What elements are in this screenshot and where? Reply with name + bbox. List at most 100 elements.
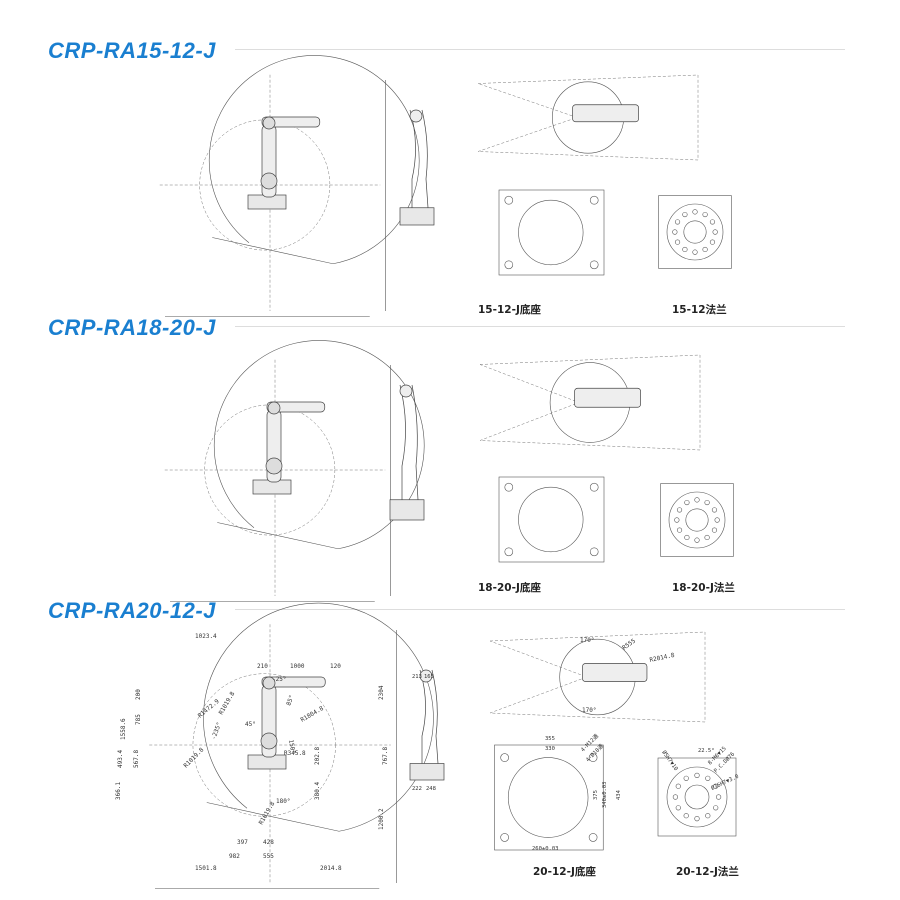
workspace-envelope: [203, 602, 434, 832]
base-caption-ra15: 15-12-J底座: [478, 304, 541, 316]
flange-housing: [658, 195, 732, 269]
base-plate-outline: [494, 744, 604, 851]
top-view-robot: [572, 104, 639, 123]
mounting-hole: [589, 260, 599, 270]
dimension-label: 567.8: [133, 750, 140, 768]
flange-bolt-hole: [711, 527, 718, 533]
mounting-hole: [589, 482, 599, 492]
base-plate-outline: [498, 189, 605, 276]
dimension-label: R555: [621, 637, 637, 651]
dimension-label: 22.5°: [698, 748, 715, 754]
flange-bolt-hole: [674, 517, 680, 523]
top-view-sweep: [479, 354, 701, 451]
dimension-label: 260±0.03: [532, 846, 559, 852]
mounting-hole: [588, 753, 598, 762]
dimension-label: 200: [135, 689, 142, 700]
side-view-wrist: [399, 384, 413, 398]
dimension-label: 555: [263, 853, 274, 860]
dimension-label: 1023.4: [195, 633, 217, 640]
flange-bolt-hole: [709, 219, 716, 225]
flange-outer: [666, 203, 724, 261]
mounting-hole: [504, 260, 514, 270]
flange-caption-ra20: 20-12-J法兰: [676, 866, 739, 878]
flange-bolt-hole: [712, 229, 718, 235]
dimension-label: R345.8: [284, 750, 306, 757]
flange-bolt-hole: [684, 534, 690, 541]
flange-pilot: [683, 220, 707, 244]
robot-joint: [267, 401, 281, 415]
dimension-label: 180°: [276, 798, 290, 805]
workspace-envelope: [208, 55, 420, 265]
mounting-hole: [589, 195, 599, 205]
drawing-group-1: [164, 340, 734, 602]
flange-bolt-hole: [683, 813, 689, 819]
flange-bolt-hole: [713, 805, 719, 811]
section-title-ra20: CRP-RA20-12-J: [48, 598, 216, 623]
mounting-hole: [588, 833, 598, 842]
divider: [235, 609, 845, 610]
flange-bolt-hole: [672, 229, 678, 235]
dimension-label: -235°: [210, 721, 223, 740]
dimension-label: 1000: [290, 663, 305, 670]
flange-bolt-hole: [711, 507, 718, 513]
robot-upper-arm: [261, 676, 326, 688]
top-view-sweep: [477, 74, 699, 161]
dimension-label: 1200.2: [378, 808, 385, 830]
flange-bolt-hole: [709, 239, 716, 245]
flange-bolt-hole: [702, 211, 708, 218]
flange-bolt-hole: [682, 211, 688, 218]
flange-bolt-hole: [675, 783, 681, 789]
top-view-robot: [582, 663, 648, 682]
dimension-label: 330: [545, 746, 555, 752]
side-view-base: [409, 763, 445, 781]
base-plate-bore: [518, 486, 584, 553]
dimension-label: 767.8: [382, 747, 389, 765]
mounting-hole: [500, 833, 509, 842]
dimension-label: 982: [229, 853, 240, 860]
flange-bolt-hole: [676, 527, 683, 533]
dimension-label: 85°: [285, 694, 295, 707]
dimension-label: R2014.8: [649, 652, 676, 664]
base-caption-ra18: 18-20-J底座: [478, 582, 541, 594]
flange-outer: [668, 491, 726, 549]
dimension-label: R1019.8: [182, 746, 205, 769]
dimension-label: 428: [263, 839, 274, 846]
robot-joint: [265, 457, 283, 475]
base-plate-bore: [507, 757, 589, 838]
flange-bolt-hole: [694, 815, 700, 822]
flange-housing: [660, 483, 734, 557]
mounting-hole: [589, 547, 599, 557]
flange-housing: [657, 757, 737, 837]
flange-bolt-hole: [692, 209, 698, 215]
mounting-hole: [504, 195, 514, 205]
flange-bolt-hole: [683, 775, 689, 781]
dimension-label: 170°: [582, 707, 596, 714]
mounting-hole: [504, 547, 514, 557]
divider: [235, 49, 845, 50]
flange-bolt-hole: [676, 507, 683, 513]
flange-bolt-hole: [674, 239, 681, 245]
base-caption-ra20: 20-12-J底座: [533, 866, 596, 878]
top-view-robot: [574, 387, 641, 408]
section-title-ra18: CRP-RA18-20-J: [48, 315, 216, 340]
side-view-base: [399, 207, 435, 226]
base-plate-outline: [498, 476, 605, 563]
dimension-label: 248: [426, 786, 436, 792]
flange-caption-ra15: 15-12法兰: [672, 304, 727, 316]
dimension-label: 340±0.03: [602, 782, 608, 809]
dimension-label: 213: [412, 674, 422, 680]
dimension-label: 222: [412, 786, 422, 792]
dimension-label: 493.4: [117, 750, 124, 768]
robot-joint: [260, 732, 278, 750]
flange-bolt-hole: [705, 813, 711, 819]
mounting-hole: [500, 753, 509, 762]
flange-bolt-hole: [675, 805, 681, 811]
dimension-label: 202.8: [314, 747, 321, 765]
dimension-label: 1501.8: [195, 865, 217, 872]
robot-upper-arm: [261, 116, 321, 128]
robot-upper-arm: [266, 401, 326, 413]
flange-bolt-hole: [694, 772, 700, 779]
base-plate-bore: [518, 199, 584, 266]
